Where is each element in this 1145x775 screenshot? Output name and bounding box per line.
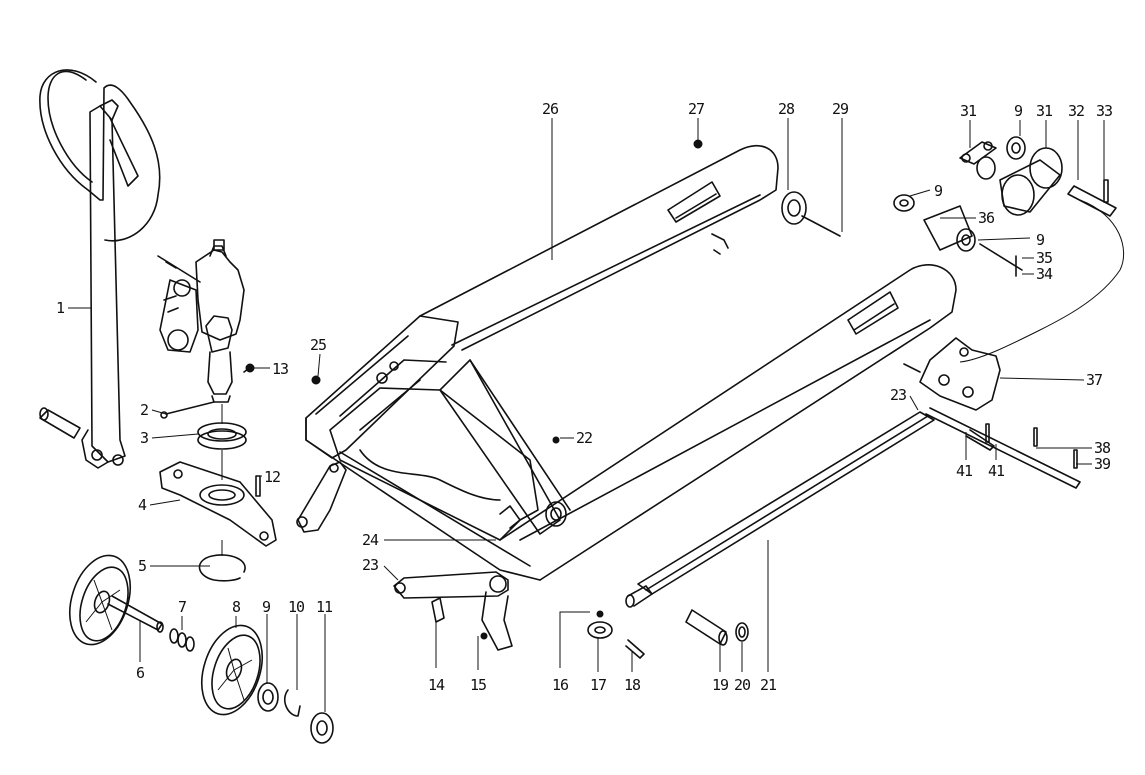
label-part-39: 39 <box>1094 455 1111 473</box>
label-part-2: 2 <box>140 401 148 419</box>
label-part-19: 19 <box>712 676 729 694</box>
label-part-13: 13 <box>272 360 288 378</box>
label-part-9d: 9 <box>1036 231 1045 249</box>
label-part-9a: 9 <box>262 598 271 616</box>
label-part-22: 22 <box>576 429 592 447</box>
label-part-16: 16 <box>552 676 569 694</box>
label-part-29: 29 <box>832 100 849 118</box>
label-part-31a: 31 <box>960 102 977 120</box>
part-labels: 1 2 3 4 5 6 7 8 9 10 11 12 13 14 15 16 1… <box>56 100 1113 694</box>
label-part-34: 34 <box>1036 265 1053 283</box>
label-part-23a: 23 <box>362 556 378 574</box>
label-part-9c: 9 <box>934 182 943 200</box>
pin-19-20 <box>685 609 749 646</box>
leader-lines <box>68 118 1105 712</box>
label-part-25: 25 <box>310 336 326 354</box>
lever-linkage <box>296 461 645 659</box>
hydraulic-pump-assembly <box>157 239 277 582</box>
wheel-bracket-37 <box>903 337 1081 489</box>
label-part-20: 20 <box>734 676 751 694</box>
label-part-26: 26 <box>542 100 559 118</box>
label-part-4: 4 <box>138 496 147 514</box>
label-part-7: 7 <box>178 598 186 616</box>
label-part-27: 27 <box>688 100 704 118</box>
label-part-32: 32 <box>1068 102 1084 120</box>
label-part-17: 17 <box>590 676 606 694</box>
tow-handle <box>39 69 161 469</box>
fork-frame <box>305 144 957 581</box>
label-part-35: 35 <box>1036 249 1052 267</box>
label-part-3: 3 <box>140 429 148 447</box>
label-part-8: 8 <box>232 598 241 616</box>
label-part-36: 36 <box>978 209 995 227</box>
label-part-28: 28 <box>778 100 795 118</box>
label-part-9b: 9 <box>1014 102 1023 120</box>
label-part-37: 37 <box>1086 371 1102 389</box>
label-part-21: 21 <box>760 676 777 694</box>
label-part-23b: 23 <box>890 386 906 404</box>
label-part-5: 5 <box>138 557 146 575</box>
load-wheel-group <box>893 136 1125 363</box>
label-part-12: 12 <box>264 468 280 486</box>
label-part-11: 11 <box>316 598 333 616</box>
label-part-24: 24 <box>362 531 379 549</box>
label-part-10: 10 <box>288 598 305 616</box>
push-rod <box>625 411 935 608</box>
label-part-38: 38 <box>1094 439 1111 457</box>
label-part-18: 18 <box>624 676 641 694</box>
label-part-1: 1 <box>56 299 65 317</box>
label-part-33: 33 <box>1096 102 1112 120</box>
label-part-41b: 41 <box>988 462 1005 480</box>
label-part-6: 6 <box>136 664 145 682</box>
label-part-15: 15 <box>470 676 486 694</box>
label-part-31b: 31 <box>1036 102 1053 120</box>
steering-wheel-group <box>69 554 334 744</box>
label-part-41a: 41 <box>956 462 973 480</box>
load-roller-28 <box>311 139 841 444</box>
label-part-14: 14 <box>428 676 445 694</box>
